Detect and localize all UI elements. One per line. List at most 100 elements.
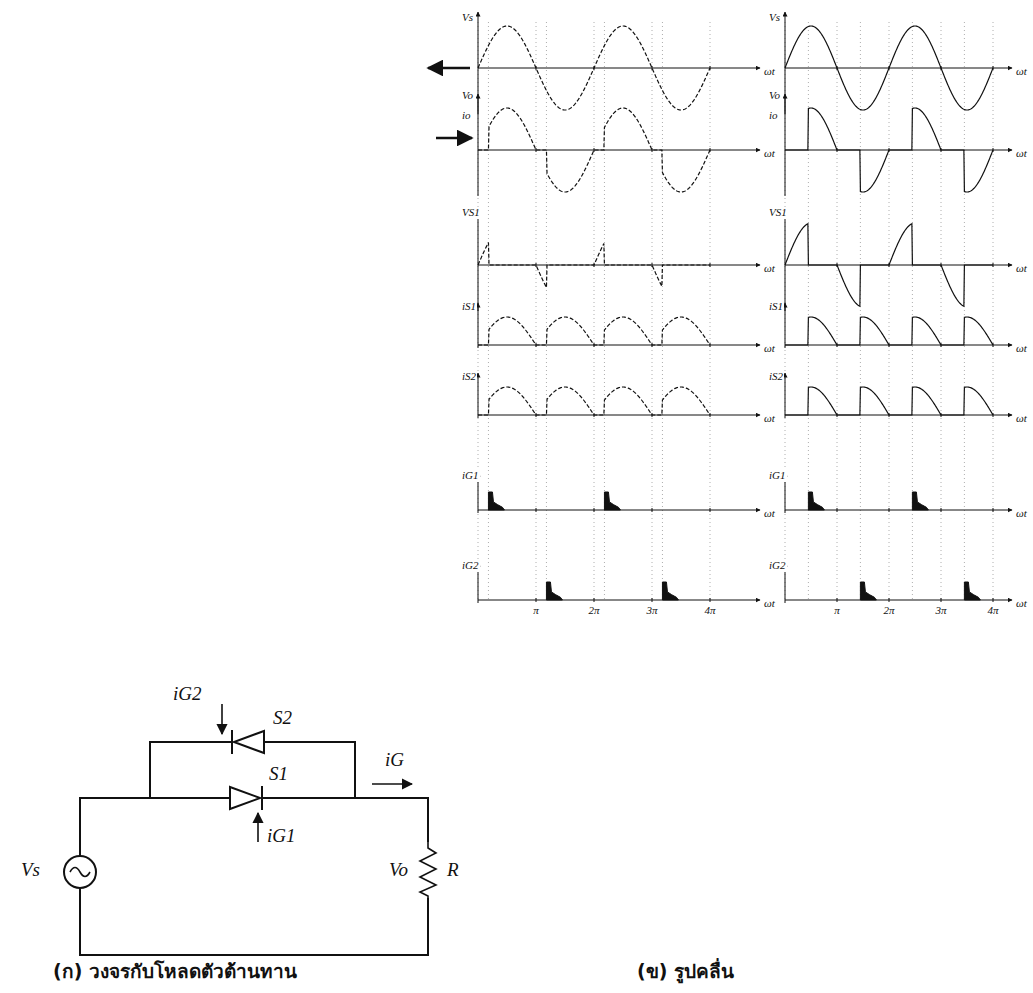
waveform-plot <box>478 303 760 348</box>
tick <box>889 343 890 347</box>
waveform <box>785 26 993 110</box>
waveform-plot <box>478 472 760 513</box>
tick <box>941 598 942 602</box>
tick <box>710 413 711 417</box>
signal-label: iS2 <box>768 371 784 383</box>
tick <box>710 598 711 602</box>
tick <box>652 148 653 152</box>
tick <box>710 148 711 152</box>
gate-pulse <box>860 582 876 600</box>
tick <box>652 508 653 512</box>
tick <box>536 343 537 347</box>
signal-label: 2π <box>587 605 600 617</box>
gate-pulse <box>604 492 620 510</box>
signal-label: ωt <box>763 148 776 160</box>
tick <box>837 413 838 417</box>
tick <box>594 343 595 347</box>
signal-label: ωt <box>1015 263 1028 275</box>
gate-pulse <box>964 582 980 600</box>
tick <box>889 148 890 152</box>
tick <box>652 413 653 417</box>
tick <box>536 148 537 152</box>
guide-line <box>710 22 711 600</box>
waveform <box>785 224 993 307</box>
tick <box>941 413 942 417</box>
tick <box>837 263 838 267</box>
wire <box>80 798 230 856</box>
value-axis <box>478 209 479 311</box>
signal-label: 4π <box>703 605 716 617</box>
waveform-column <box>478 12 760 603</box>
tick <box>889 508 890 512</box>
signal-label: iG1 <box>461 470 480 482</box>
signal-label: ωt <box>763 413 776 425</box>
signal-label: io <box>461 110 472 122</box>
signal-label: Vs <box>768 12 781 24</box>
waveform <box>478 26 710 110</box>
guide-line <box>785 22 786 600</box>
tick <box>594 413 595 417</box>
tick <box>710 66 711 70</box>
value-axis <box>478 303 479 348</box>
value-axis <box>478 94 479 196</box>
tick <box>710 508 711 512</box>
thyristor-s2 <box>234 731 264 753</box>
signal-label: iG2 <box>172 684 203 704</box>
signal-label: iG1 <box>768 470 787 482</box>
tick <box>536 413 537 417</box>
guide-line <box>478 22 479 600</box>
waveform-plot <box>785 94 1012 196</box>
signal-label: π <box>532 605 540 617</box>
waveform-plot <box>478 94 760 196</box>
signal-label: iG2 <box>461 560 480 572</box>
tick <box>652 263 653 267</box>
tick <box>941 508 942 512</box>
signal-label: VS1 <box>768 207 788 219</box>
signal-label: iG2 <box>768 560 787 572</box>
time-axis <box>478 345 760 346</box>
waveform <box>478 317 710 345</box>
time-axis <box>478 150 760 151</box>
tick <box>993 148 994 152</box>
signal-label: ωt <box>763 343 776 355</box>
tick <box>594 508 595 512</box>
signal-label: ωt <box>1015 148 1028 160</box>
signal-label: ωt <box>1015 508 1028 520</box>
signal-label: io <box>768 110 779 122</box>
tick <box>652 66 653 70</box>
signal-label: S2 <box>272 708 293 728</box>
tick <box>837 148 838 152</box>
guide-line <box>993 22 994 600</box>
wire <box>80 888 428 955</box>
tick <box>837 508 838 512</box>
signal-label: Vs <box>461 12 474 24</box>
signal-label: iS2 <box>461 371 477 383</box>
tick <box>941 148 942 152</box>
value-axis <box>785 209 786 311</box>
waveform-plot <box>785 209 1012 311</box>
value-axis <box>785 303 786 348</box>
tick <box>594 263 595 267</box>
tick <box>889 598 890 602</box>
value-axis <box>785 94 786 196</box>
value-axis <box>478 373 479 418</box>
waveform-plot <box>478 562 760 603</box>
ac-source <box>64 856 96 888</box>
tick <box>993 413 994 417</box>
signal-label: ωt <box>763 66 776 78</box>
waveform-column <box>785 12 1012 603</box>
guide-line <box>889 22 890 600</box>
current-arrow <box>372 783 412 785</box>
signal-label: iS1 <box>768 301 784 313</box>
tick <box>993 598 994 602</box>
tick <box>993 343 994 347</box>
waveform <box>478 387 710 415</box>
time-axis <box>478 600 760 601</box>
gate-pulse <box>912 492 928 510</box>
signal-label: iG1 <box>266 826 297 846</box>
guide-line <box>546 22 547 600</box>
ac-controller-circuit <box>64 68 472 955</box>
tick <box>837 66 838 70</box>
tick <box>652 598 653 602</box>
gate-arrow <box>257 813 259 842</box>
